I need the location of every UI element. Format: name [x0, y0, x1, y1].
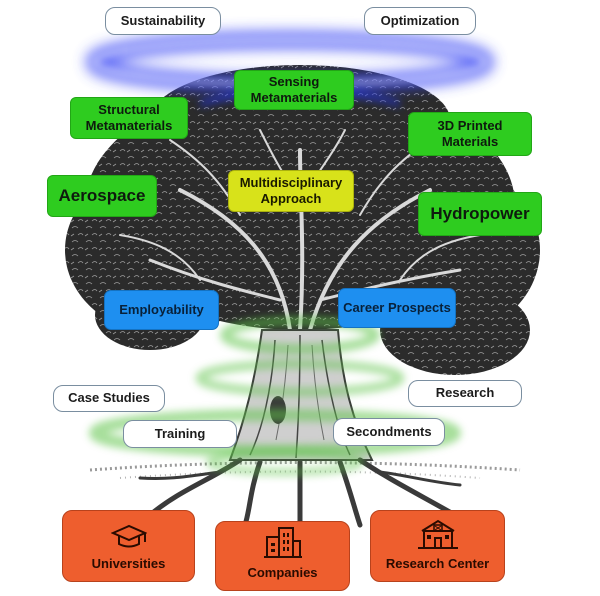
universities-box: Universities — [62, 510, 195, 582]
optimization-label: Optimization — [364, 7, 476, 35]
secondments-label: Secondments — [333, 418, 445, 446]
multidisciplinary-approach-box: Multidisciplinary Approach — [228, 170, 354, 212]
sensing-metamaterials-box: Sensing Metamaterials — [234, 70, 354, 110]
companies-box: Companies — [215, 521, 350, 591]
tree-branches — [119, 129, 481, 332]
sustainability-label: Sustainability — [105, 7, 221, 35]
research-center-label: Research Center — [385, 555, 490, 571]
3d-printed-materials-box: 3D Printed Materials — [408, 112, 532, 156]
career-prospects-box: Career Prospects — [338, 288, 456, 328]
office-building-icon — [263, 526, 302, 558]
universities-label: Universities — [91, 555, 166, 571]
graduation-cap-icon — [110, 524, 147, 548]
structural-metamaterials-box: Structural Metamaterials — [70, 97, 188, 139]
case-studies-label: Case Studies — [53, 385, 165, 412]
aerospace-box: Aerospace — [47, 175, 157, 217]
research-center-box: Research Center — [370, 510, 505, 582]
research-label: Research — [408, 380, 522, 407]
research-building-icon — [417, 519, 458, 549]
hydropower-box: Hydropower — [418, 192, 542, 236]
training-label: Training — [123, 420, 237, 448]
companies-label: Companies — [247, 564, 318, 580]
employability-box: Employability — [104, 290, 219, 330]
ring-glows — [89, 316, 461, 476]
